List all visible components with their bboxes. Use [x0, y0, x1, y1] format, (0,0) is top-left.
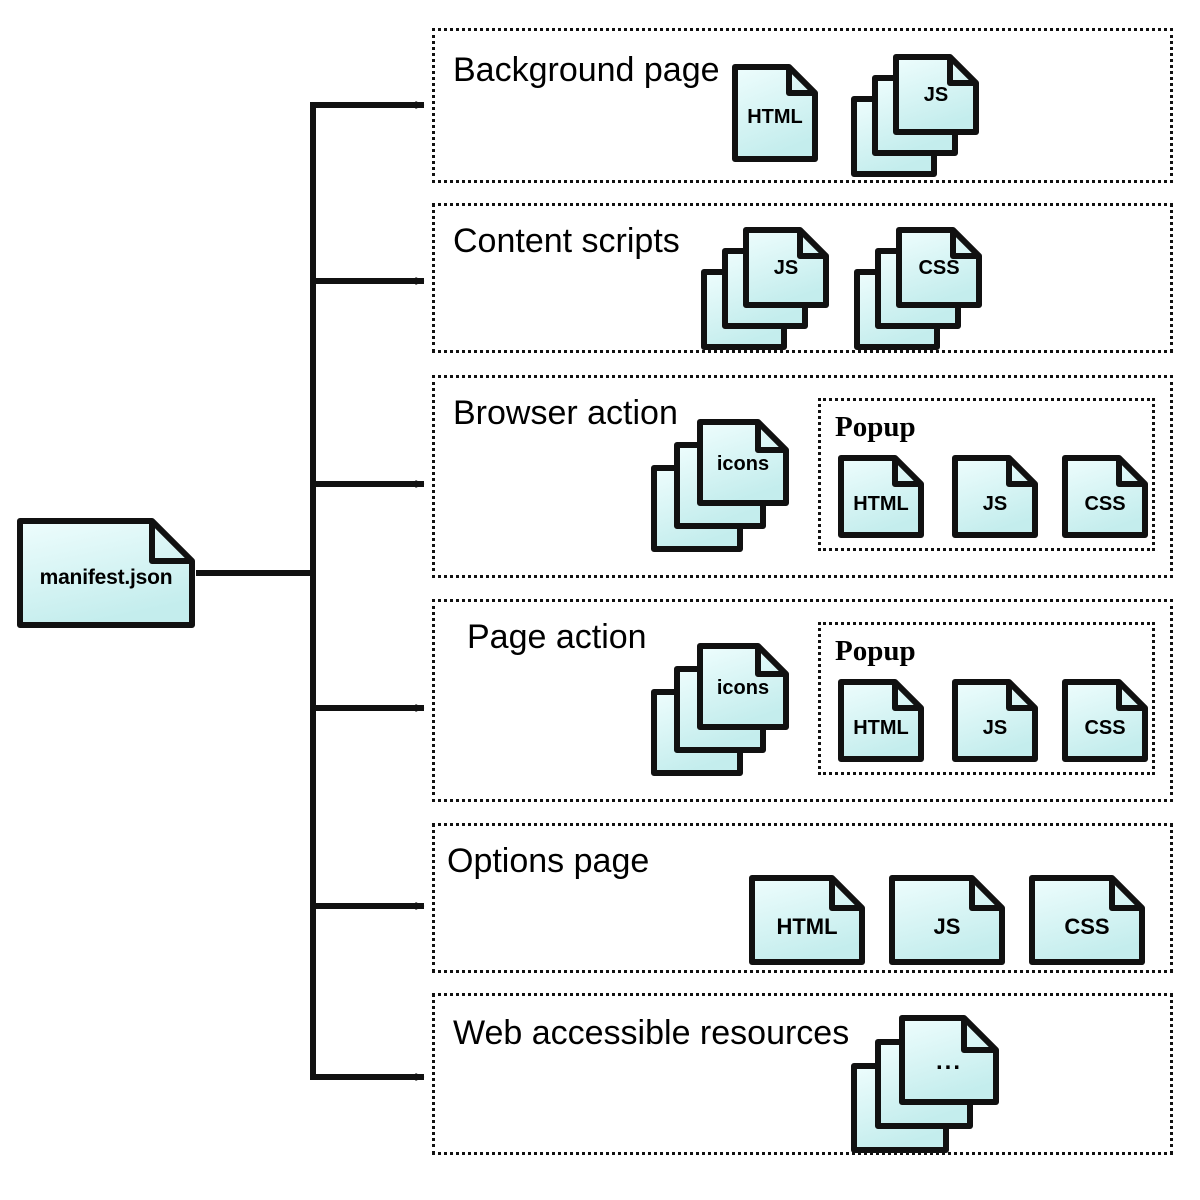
popup-title: Popup: [835, 411, 916, 443]
popup-box-browser-action[interactable]: Popup HTML JS: [818, 398, 1155, 551]
file-icon: [1062, 455, 1148, 538]
popup-title: Popup: [835, 635, 916, 667]
file-stack-icon: [854, 227, 982, 350]
file-icon-html[interactable]: HTML: [748, 874, 866, 966]
file-stack-icon: [701, 227, 829, 350]
section-content-scripts[interactable]: Content scripts JS: [432, 203, 1173, 353]
file-icon-html[interactable]: HTML: [837, 454, 925, 539]
section-title-content-scripts: Content scripts: [453, 222, 680, 260]
file-icon: [838, 679, 924, 762]
file-stack-icons[interactable]: icons: [650, 418, 790, 553]
file-icon-html[interactable]: HTML: [731, 63, 819, 163]
section-title-browser-action: Browser action: [453, 394, 678, 432]
file-icon: [1062, 679, 1148, 762]
file-icon: [749, 875, 865, 965]
section-title-web-accessible-resources: Web accessible resources: [453, 1014, 850, 1052]
file-icon: [952, 679, 1038, 762]
file-stack-js[interactable]: JS: [700, 226, 830, 351]
section-web-accessible-resources[interactable]: Web accessible resources ...: [432, 993, 1173, 1155]
file-icon-js[interactable]: JS: [888, 874, 1006, 966]
file-icon-js[interactable]: JS: [951, 678, 1039, 763]
file-icon-css[interactable]: CSS: [1061, 678, 1149, 763]
file-icon: [889, 875, 1005, 965]
file-stack-icons[interactable]: icons: [650, 642, 790, 777]
file-stack-css[interactable]: CSS: [853, 226, 983, 351]
file-stack-icon: [851, 54, 979, 177]
file-icon: [17, 518, 195, 628]
section-options-page[interactable]: Options page HTML JS: [432, 823, 1173, 973]
file-stack-resources[interactable]: ...: [850, 1014, 1000, 1154]
file-icon-css[interactable]: CSS: [1061, 454, 1149, 539]
file-icon: [952, 455, 1038, 538]
file-icon-css[interactable]: CSS: [1028, 874, 1146, 966]
section-title-page-action: Page action: [467, 618, 647, 656]
file-stack-icon: [651, 643, 789, 776]
section-title-background-page: Background page: [453, 51, 720, 89]
popup-box-page-action[interactable]: Popup HTML JS: [818, 622, 1155, 775]
file-stack-icon: [651, 419, 789, 552]
section-browser-action[interactable]: Browser action icons Popup: [432, 375, 1173, 578]
file-icon: [838, 455, 924, 538]
file-icon-html[interactable]: HTML: [837, 678, 925, 763]
file-icon: [732, 64, 818, 162]
section-title-options-page: Options page: [447, 842, 650, 880]
section-background-page[interactable]: Background page HTML: [432, 28, 1173, 183]
file-stack-icon: [851, 1015, 999, 1153]
file-icon-js[interactable]: JS: [951, 454, 1039, 539]
section-page-action[interactable]: Page action icons Popup: [432, 599, 1173, 802]
file-stack-js[interactable]: JS: [850, 53, 980, 178]
file-icon: [1029, 875, 1145, 965]
manifest-json-node[interactable]: manifest.json: [16, 517, 196, 629]
